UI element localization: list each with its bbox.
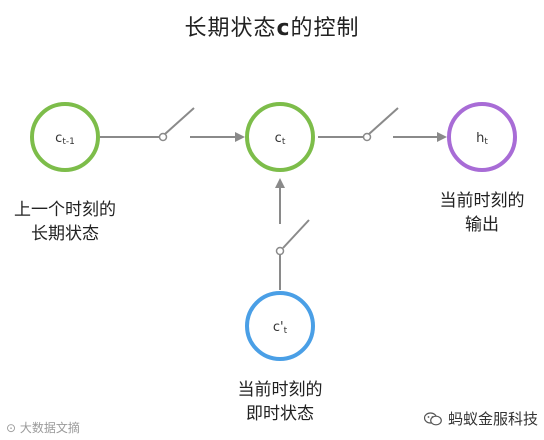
caption-c-cand-line2: 即时状态 [246, 404, 314, 424]
watermark-right-text: 蚂蚁金服科技 [448, 410, 539, 428]
watermark-left: ⊙ 大数据文摘 [6, 421, 80, 435]
caption-c-prev: 上一个时刻的 长期状态 [5, 198, 125, 246]
switch-blade-2 [368, 107, 399, 135]
diagram-title: 长期状态c的控制 [0, 10, 544, 42]
title-suffix: 的控制 [290, 16, 360, 41]
caption-h-t-line2: 输出 [465, 215, 499, 235]
caption-c-prev-line2: 长期状态 [31, 224, 99, 244]
label-c-cand-sub: t [284, 326, 288, 336]
label-c-t-sub: t [282, 137, 286, 147]
switch-pivot-1 [158, 132, 168, 142]
node-c-prev [30, 102, 100, 172]
caption-c-prev-line1: 上一个时刻的 [14, 200, 116, 220]
label-h-t-base: h [476, 131, 484, 146]
title-prefix: 长期状态 [184, 16, 277, 41]
label-c-cand: c't [273, 320, 288, 336]
wechat-icon [423, 411, 442, 426]
switch-pivot-2 [362, 132, 372, 142]
label-c-prev: ct-1 [55, 131, 75, 147]
watermark-right: 蚂蚁金服科技 [423, 408, 539, 429]
switch-pivot-3 [275, 246, 285, 256]
label-h-t-sub: t [484, 137, 488, 147]
caption-c-cand: 当前时刻的 即时状态 [230, 378, 330, 426]
node-c-t [245, 102, 315, 172]
label-c-prev-sub: t-1 [62, 137, 75, 147]
caption-h-t: 当前时刻的 输出 [432, 189, 532, 237]
title-symbol: c [276, 16, 291, 41]
label-c-t: ct [275, 131, 286, 147]
label-c-prev-base: c [55, 131, 62, 146]
switch-blade-1 [164, 107, 195, 135]
label-c-t-base: c [275, 131, 282, 146]
label-c-cand-base: c' [273, 320, 284, 335]
caption-h-t-line1: 当前时刻的 [439, 191, 525, 211]
switch-blade-3 [282, 219, 310, 249]
node-h-t [447, 102, 517, 172]
caption-c-cand-line1: 当前时刻的 [237, 380, 323, 400]
node-c-cand [245, 291, 315, 361]
label-h-t: ht [476, 131, 488, 147]
